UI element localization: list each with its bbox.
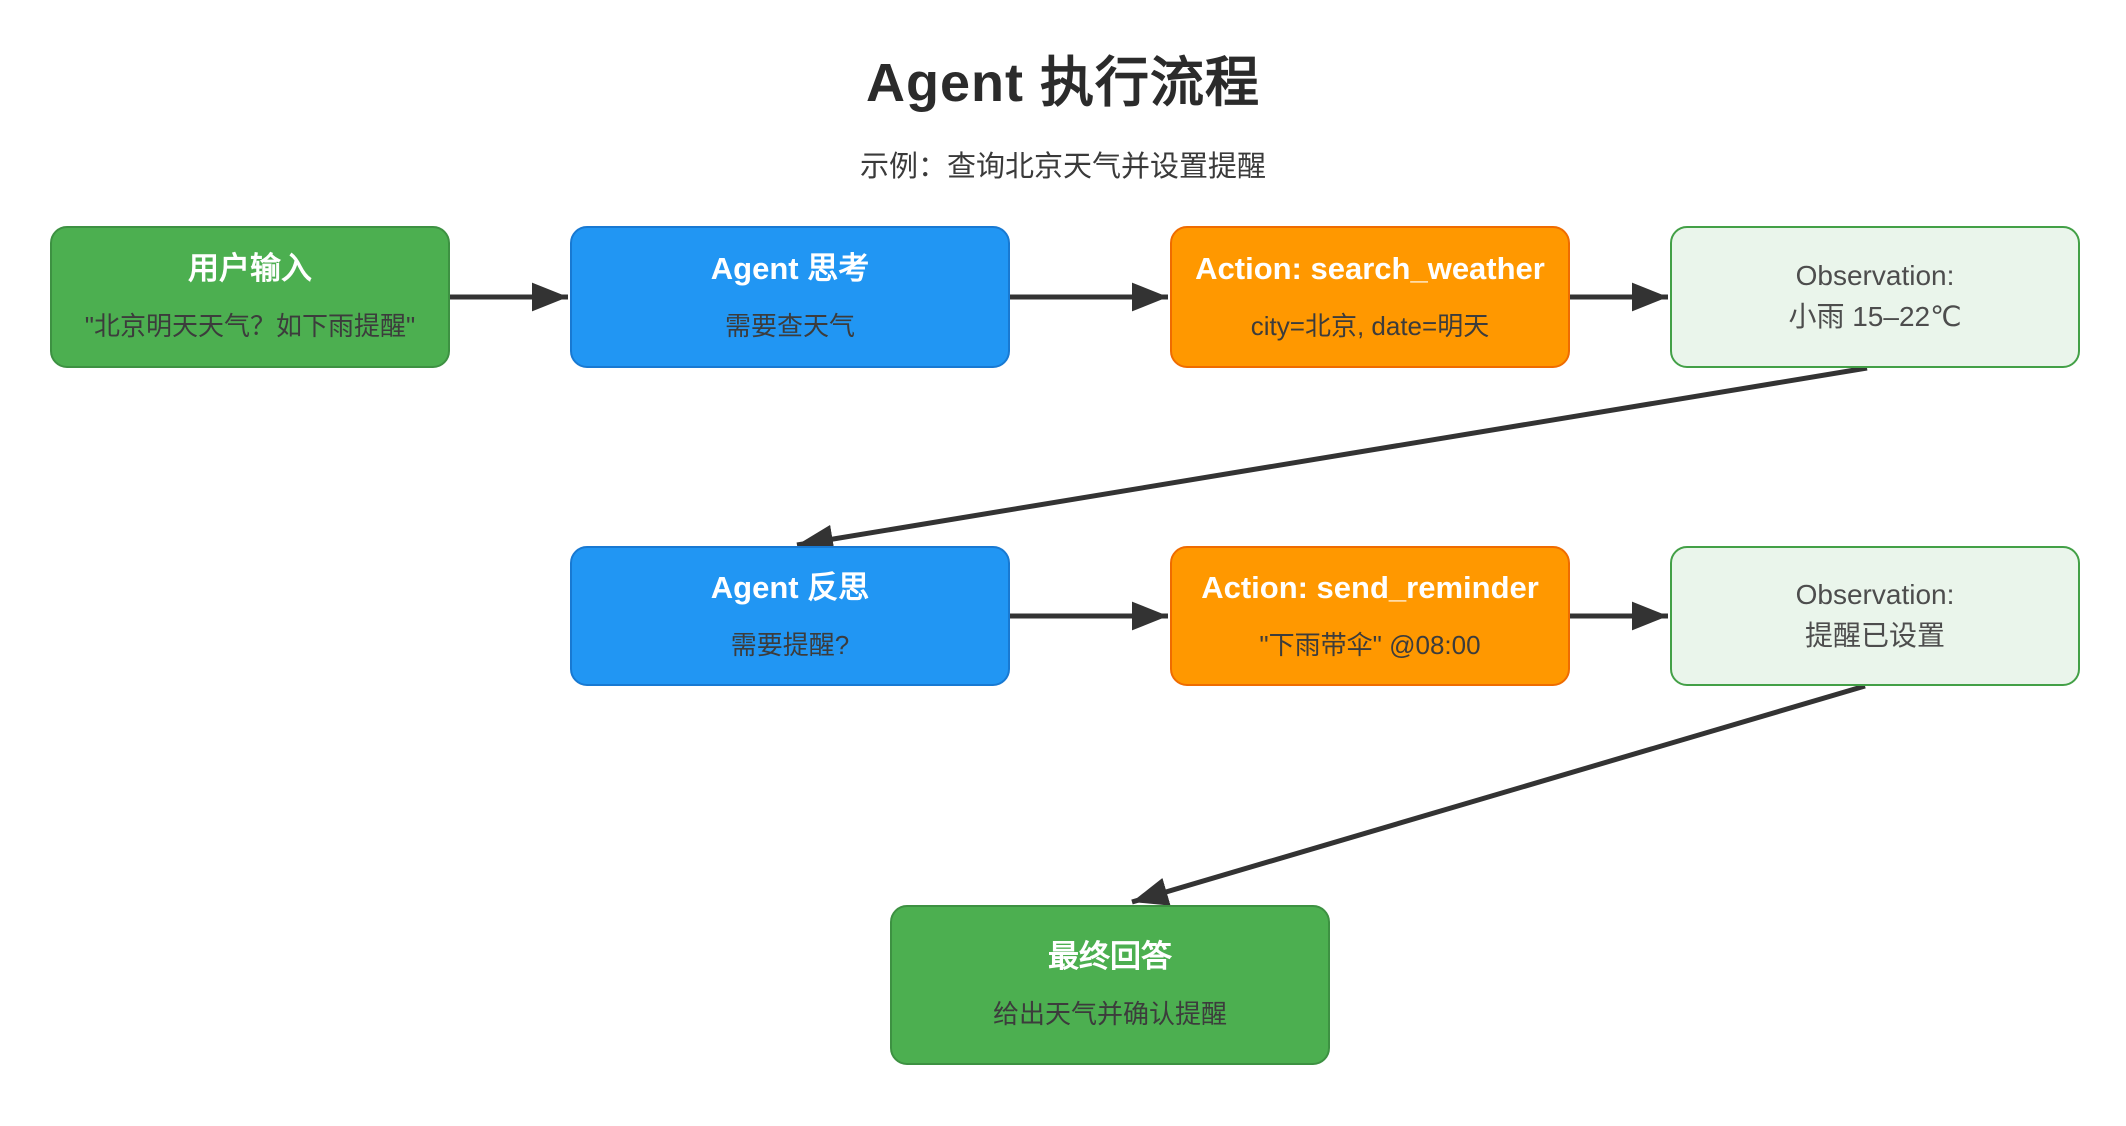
edge-obs-weather-to-agent-reflect [796, 365, 1868, 554]
node-final-answer-subtitle: 给出天气并确认提醒 [992, 999, 1227, 1030]
node-observation-reminder: Observation: 提醒已设置 [1670, 546, 2080, 686]
node-action-send-reminder-title: Action: send_reminder [1201, 570, 1539, 605]
node-action-send-reminder-subtitle: "下雨带伞" @08:00 [1259, 630, 1481, 661]
node-final-answer: 最终回答 给出天气并确认提醒 [890, 905, 1330, 1065]
node-user-input-subtitle: "北京明天天气？如下雨提醒" [84, 311, 416, 342]
node-user-input-title: 用户输入 [188, 251, 312, 286]
node-agent-reflect-subtitle: 需要提醒? [730, 630, 850, 661]
node-observation-weather-subtitle: 小雨 15–22℃ [1788, 301, 1962, 333]
page-subtitle: 示例：查询北京天气并设置提醒 [859, 151, 1266, 183]
node-observation-weather: Observation: 小雨 15–22℃ [1670, 226, 2080, 368]
node-user-input: 用户输入 "北京明天天气？如下雨提醒" [50, 226, 450, 368]
node-observation-reminder-title: Observation: [1795, 578, 1955, 610]
node-action-search-weather-subtitle: city=北京, date=明天 [1250, 311, 1490, 342]
node-action-search-weather: Action: search_weather city=北京, date=明天 [1170, 226, 1570, 368]
node-agent-think-subtitle: 需要查天气 [724, 311, 855, 342]
node-observation-weather-title: Observation: [1795, 259, 1955, 291]
node-agent-think-title: Agent 思考 [710, 251, 870, 286]
node-agent-reflect-title: Agent 反思 [710, 570, 870, 605]
node-action-send-reminder: Action: send_reminder "下雨带伞" @08:00 [1170, 546, 1570, 686]
node-action-search-weather-title: Action: search_weather [1195, 251, 1545, 286]
node-observation-reminder-subtitle: 提醒已设置 [1804, 620, 1945, 652]
edge-obs-reminder-to-final-answer [1131, 683, 1866, 906]
node-final-answer-title: 最终回答 [1048, 939, 1172, 974]
node-agent-think: Agent 思考 需要查天气 [570, 226, 1010, 368]
node-agent-reflect: Agent 反思 需要提醒? [570, 546, 1010, 686]
page-title: Agent 执行流程 [866, 53, 1260, 113]
diagram-header: Agent 执行流程 示例：查询北京天气并设置提醒 [0, 38, 2126, 185]
